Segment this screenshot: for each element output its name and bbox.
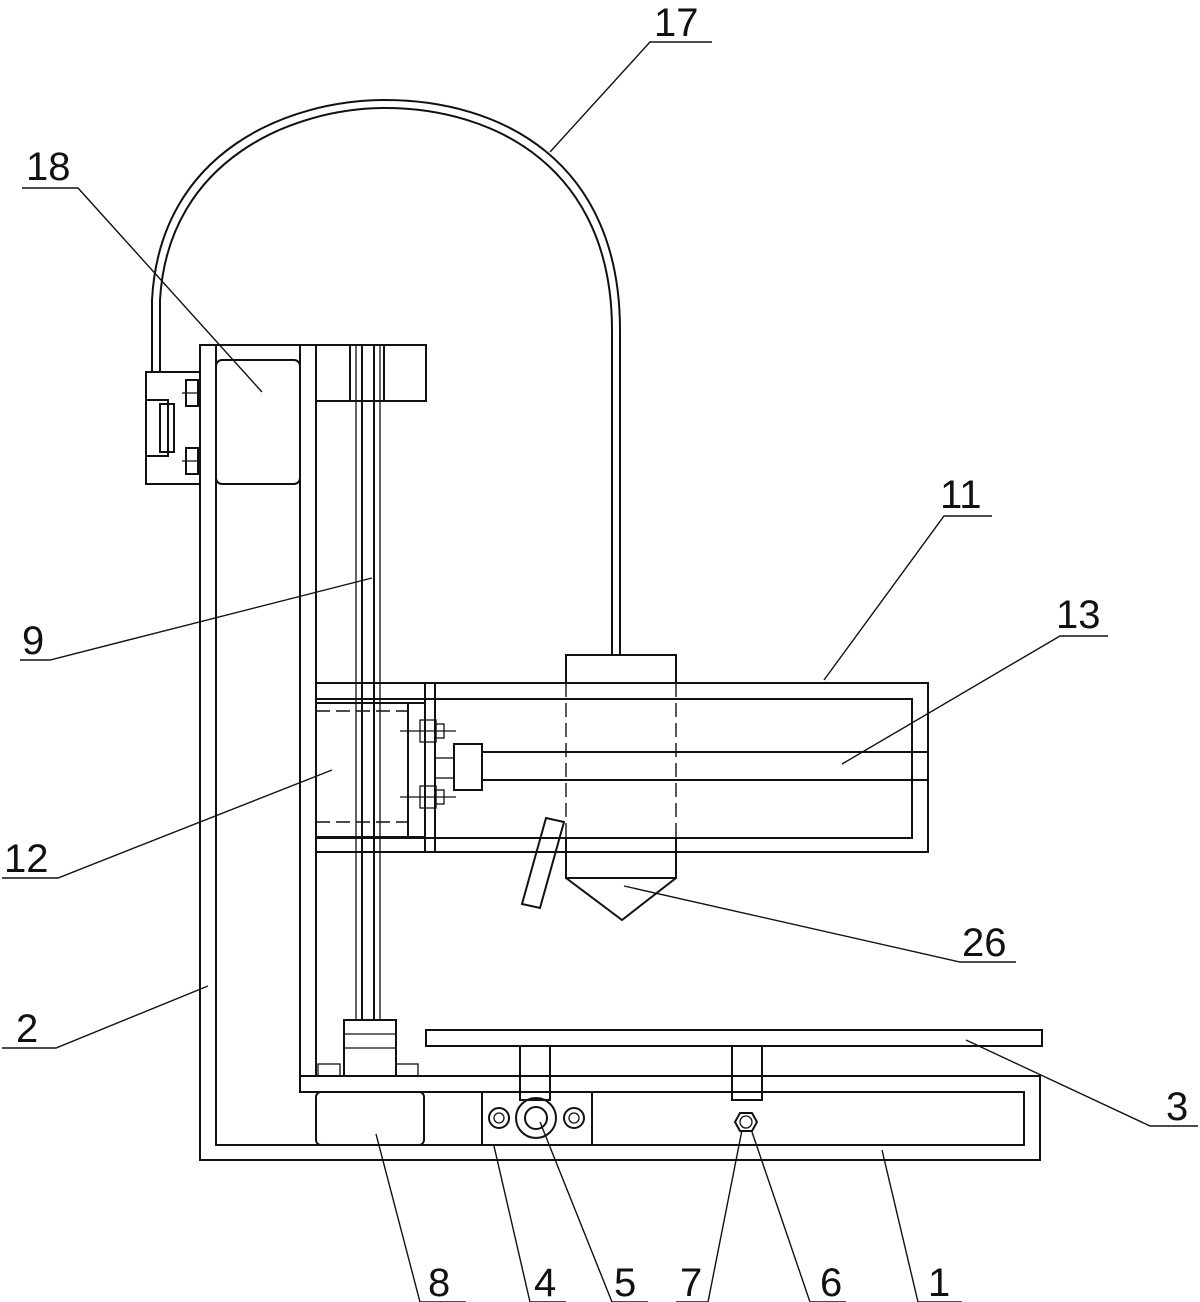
callout-26: 26 (962, 921, 1007, 965)
horizontal-screw-13 (434, 743, 928, 791)
component-18-box (215, 359, 301, 485)
worktable-3 (425, 1029, 1043, 1101)
callout-11: 11 (940, 473, 982, 517)
leader-lines (2, 41, 1198, 1302)
motor-box-8 (315, 1091, 425, 1146)
top-block (315, 344, 427, 402)
carriage-12 (315, 702, 426, 838)
drive-unit-4-5 (481, 1091, 593, 1146)
callout-4: 4 (534, 1261, 556, 1302)
callout-9: 9 (22, 619, 44, 663)
callout-3: 3 (1166, 1085, 1188, 1129)
pivot-6-7 (733, 1112, 759, 1132)
callout-labels: 17 18 9 11 13 12 26 2 3 8 4 5 7 6 1 (4, 1, 1188, 1302)
angled-nozzle (520, 816, 566, 910)
clamp-assembly (145, 371, 201, 485)
callout-2: 2 (16, 1007, 38, 1051)
callout-8: 8 (428, 1261, 450, 1302)
callout-18: 18 (26, 145, 71, 189)
cable-17 (151, 98, 621, 655)
callout-1: 1 (928, 1261, 950, 1302)
arm-bolts (400, 719, 456, 809)
callout-5: 5 (614, 1261, 636, 1302)
callout-12: 12 (4, 837, 49, 881)
callout-6: 6 (820, 1261, 842, 1302)
inner-column-wall (299, 344, 317, 1077)
tool-head-26 (565, 654, 677, 922)
screw-base-bolts (317, 1063, 419, 1077)
callout-17: 17 (654, 1, 699, 45)
callout-7: 7 (680, 1261, 702, 1302)
callout-13: 13 (1056, 593, 1101, 637)
